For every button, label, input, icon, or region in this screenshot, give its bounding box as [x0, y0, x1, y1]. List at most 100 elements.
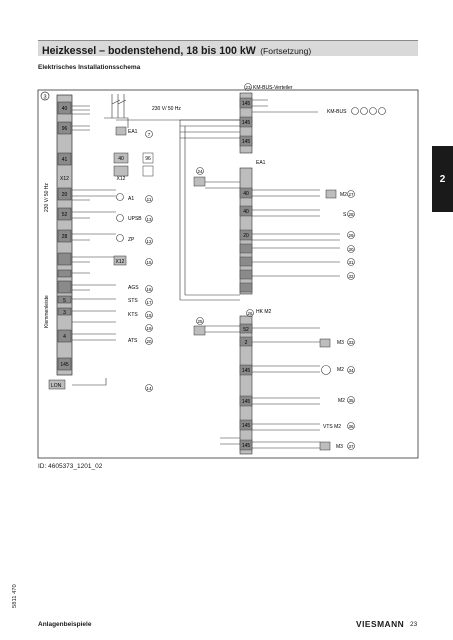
- svg-text:28: 28: [62, 234, 68, 240]
- svg-text:145: 145: [60, 362, 69, 368]
- svg-text:40: 40: [243, 191, 249, 197]
- svg-text:20: 20: [146, 339, 152, 344]
- svg-text:2: 2: [245, 340, 248, 346]
- svg-text:145: 145: [242, 120, 251, 126]
- svg-text:4: 4: [63, 334, 66, 340]
- left-device-labels: EA1 A1 UPSB ZP AGS STS KTS ATS LON: [48, 126, 142, 390]
- svg-text:41: 41: [62, 157, 68, 163]
- svg-text:20: 20: [62, 192, 68, 198]
- left-device-symbols: [116, 130, 153, 392]
- svg-text:96: 96: [145, 156, 151, 162]
- svg-text:145: 145: [242, 368, 251, 374]
- svg-text:145: 145: [242, 423, 251, 429]
- svg-text:20: 20: [243, 233, 249, 239]
- svg-text:X12: X12: [117, 176, 126, 182]
- title-bar: Heizkessel – bodenstehend, 18 bis 100 kW…: [38, 40, 418, 57]
- svg-text:ATS: ATS: [128, 338, 138, 344]
- page-number: 23: [410, 621, 418, 628]
- middle-circle-nums: 23 24 25 26: [197, 85, 253, 324]
- svg-text:40: 40: [62, 106, 68, 112]
- svg-text:X12: X12: [60, 176, 69, 182]
- supply-rotated-label: 230 V/ 50 Hz: [44, 183, 50, 212]
- svg-text:X12: X12: [116, 259, 125, 265]
- diagram-frame: [37, 89, 419, 459]
- svg-text:14: 14: [146, 386, 152, 391]
- svg-text:16: 16: [146, 287, 152, 292]
- svg-text:96: 96: [62, 126, 68, 132]
- svg-text:AGS: AGS: [128, 285, 139, 291]
- document-id: ID: 4605373_1201_02: [38, 463, 103, 470]
- svg-text:40: 40: [243, 209, 249, 215]
- svg-text:LON: LON: [51, 383, 62, 389]
- svg-text:145: 145: [242, 443, 251, 449]
- bus-distributor-label: KM-BUS-Verteiler: [253, 85, 293, 91]
- terminal-rotated-label: Klemmenleiste: [44, 295, 50, 328]
- left-device-numbers: 7 11 13 12 15 16 17 18 19 20 14: [146, 132, 152, 391]
- power-label: 230 V/ 50 Hz: [152, 106, 181, 112]
- svg-text:145: 145: [242, 139, 251, 145]
- chapter-tab: 2: [432, 146, 453, 212]
- svg-text:11: 11: [147, 197, 152, 202]
- middle-left-box-2: [193, 325, 206, 336]
- svg-text:S: S: [343, 212, 347, 218]
- left-blocks: 40 96 41 X12 20 52 28 5 3 4 145: [57, 101, 72, 371]
- title-suffix: (Fortsetzung): [260, 46, 312, 56]
- svg-text:33: 33: [348, 340, 354, 345]
- page-title: Heizkessel – bodenstehend, 18 bis 100 kW: [42, 45, 256, 57]
- right-device-circles: [321, 190, 355, 450]
- svg-text:STS: STS: [128, 298, 138, 304]
- svg-text:15: 15: [146, 260, 152, 265]
- svg-text:30: 30: [348, 247, 354, 252]
- svg-text:52: 52: [243, 327, 249, 333]
- bus-label: KM-BUS: [327, 109, 347, 115]
- svg-text:40: 40: [118, 156, 124, 162]
- svg-text:36: 36: [348, 424, 354, 429]
- svg-text:5: 5: [63, 298, 66, 304]
- middle-left-box-1: [193, 176, 206, 187]
- svg-text:VTS M2: VTS M2: [323, 424, 341, 430]
- power-switches: [104, 94, 129, 128]
- svg-text:27: 27: [348, 192, 354, 197]
- svg-text:18: 18: [146, 313, 152, 318]
- svg-text:19: 19: [146, 326, 152, 331]
- right-wires: [252, 99, 340, 449]
- document-number: 5811 470: [12, 584, 18, 608]
- svg-text:M2: M2: [337, 367, 344, 373]
- svg-text:7: 7: [148, 132, 151, 137]
- svg-text:29: 29: [348, 233, 354, 238]
- svg-text:145: 145: [242, 399, 251, 405]
- svg-text:23: 23: [245, 85, 251, 90]
- svg-text:13: 13: [146, 217, 152, 222]
- svg-text:32: 32: [348, 274, 354, 279]
- svg-text:M2: M2: [338, 398, 345, 404]
- svg-text:12: 12: [146, 239, 152, 244]
- svg-text:34: 34: [348, 368, 354, 373]
- svg-text:EA1: EA1: [128, 129, 138, 135]
- svg-text:A1: A1: [128, 196, 134, 202]
- svg-text:145: 145: [242, 101, 251, 107]
- middle-column: 145 145 145 40 40 20 52 2 145 145 145 14…: [239, 92, 253, 455]
- left-column-num: 3: [43, 95, 46, 101]
- bus-device-circles: [351, 107, 386, 115]
- svg-text:31: 31: [348, 260, 354, 265]
- svg-text:M3: M3: [336, 444, 343, 450]
- svg-text:24: 24: [197, 169, 203, 174]
- svg-text:35: 35: [348, 398, 354, 403]
- left-wires: [72, 105, 116, 386]
- brand-logo: VIESMANN: [356, 619, 405, 629]
- section-heading: Elektrisches Installationsschema: [38, 64, 141, 71]
- right-device-nums: 27 28 29 30 31 32 33 34 35 36 37: [348, 192, 354, 449]
- right-labels: M2 S M3 M2 M2 VTS M2 M3: [319, 189, 347, 451]
- svg-text:17: 17: [146, 300, 152, 305]
- svg-text:3: 3: [63, 310, 66, 316]
- middle-wires: [116, 119, 240, 445]
- chapter-tab-label: 2: [439, 173, 446, 185]
- circuit-label-hk-m2: HK M2: [256, 309, 272, 315]
- svg-text:52: 52: [62, 212, 68, 218]
- svg-text:M3: M3: [337, 340, 344, 346]
- svg-text:UPSB: UPSB: [128, 216, 142, 222]
- svg-text:28: 28: [348, 212, 354, 217]
- left-column-circle: [40, 91, 50, 101]
- svg-text:KTS: KTS: [128, 312, 138, 318]
